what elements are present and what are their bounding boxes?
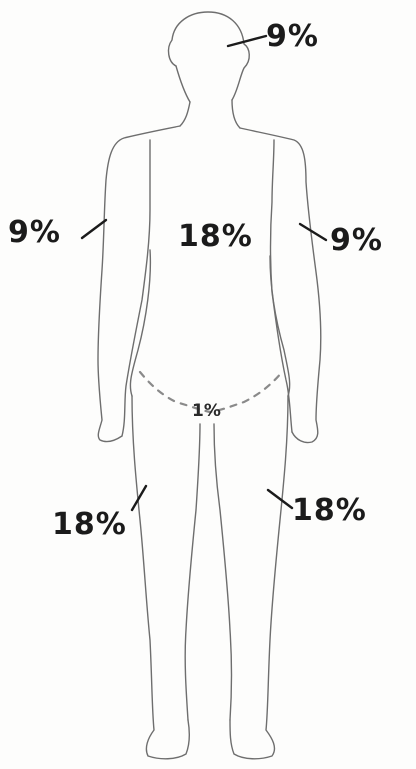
right-arm-percent-label: 9%	[330, 223, 383, 258]
right-leg-outer-outline	[230, 396, 288, 759]
right-arm-pointer-line	[300, 224, 326, 240]
right-leg-pointer-line	[268, 490, 292, 508]
left-arm-pointer-line	[82, 220, 106, 238]
head-pointer-line	[228, 36, 266, 46]
right-arm-outer-outline	[240, 128, 321, 443]
genitals-percent-label: 1%	[192, 401, 221, 421]
right-arm-inner-outline	[271, 140, 293, 432]
left-arm-outer-outline	[98, 126, 180, 442]
left-leg-inner-outline	[185, 424, 200, 720]
face-left-outline	[176, 66, 190, 102]
neck-left-outline	[180, 102, 190, 126]
torso-right-outline	[270, 256, 290, 396]
head-percent-label: 9%	[266, 19, 319, 54]
head-outline	[169, 12, 250, 100]
right-leg-percent-label: 18%	[292, 493, 367, 528]
left-arm-percent-label: 9%	[8, 215, 61, 250]
left-leg-percent-label: 18%	[52, 507, 127, 542]
neck-right-outline	[232, 100, 240, 128]
left-leg-outer-outline	[132, 396, 189, 759]
trunk-percent-label: 18%	[178, 219, 253, 254]
left-arm-inner-outline	[122, 140, 150, 436]
right-leg-inner-outline	[214, 424, 232, 720]
